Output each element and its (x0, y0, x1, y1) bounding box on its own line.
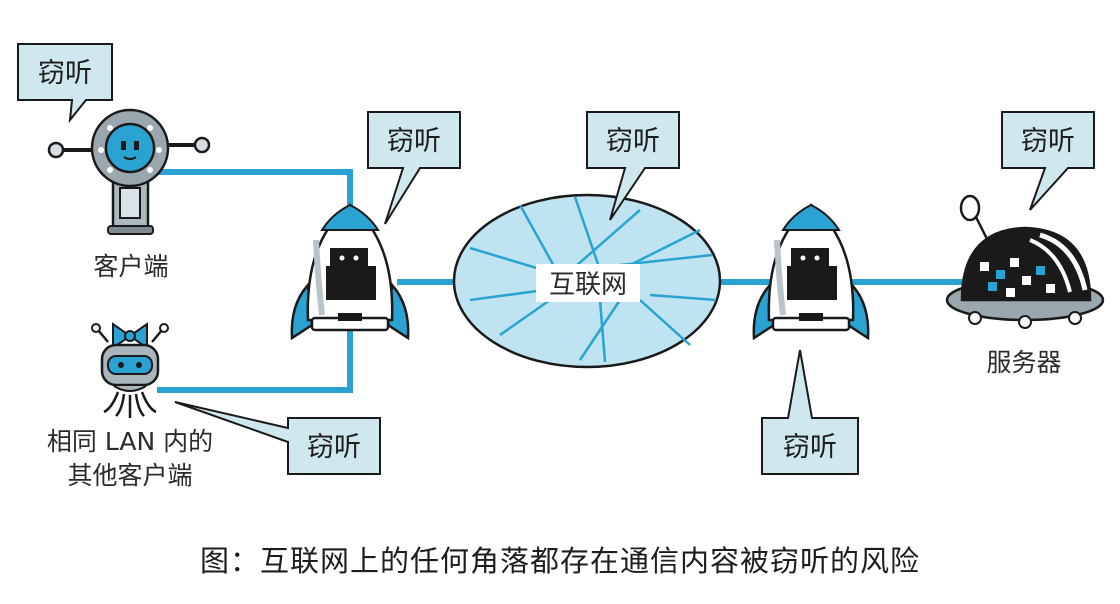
callout-lan-client: 窃听 (174, 401, 381, 475)
callout-internet: 窃听 (586, 111, 680, 221)
server-robot (945, 194, 1105, 329)
figure-caption: 图：互联网上的任何角落都存在通信内容被窃听的风险 (199, 544, 920, 578)
callout-server: 窃听 (1001, 111, 1095, 211)
internet-cloud: 互联网 (452, 193, 722, 369)
callout-lan-client-text: 窃听 (307, 432, 361, 463)
client-label: 客户端 (93, 252, 168, 281)
callout-router-right-text: 窃听 (783, 432, 837, 463)
router-right-window (787, 248, 837, 300)
internet-route-lines (469, 196, 717, 363)
lan-client-label-line1: 相同 LAN 内的 (47, 427, 213, 456)
callout-router-right: 窃听 (761, 349, 859, 475)
router-right (752, 203, 870, 341)
callout-internet-text: 窃听 (606, 126, 660, 157)
lan-client-robot (91, 322, 169, 418)
callout-client: 窃听 (17, 43, 113, 124)
client-robot (47, 108, 211, 235)
lan-client-label-line2: 其他客户端 (67, 461, 192, 490)
router-left (290, 203, 410, 341)
callout-server-text: 窃听 (1021, 126, 1075, 157)
router-left-window (326, 248, 376, 300)
server-label: 服务器 (986, 348, 1061, 377)
internet-label-bg (536, 264, 640, 302)
callout-client-text: 窃听 (38, 58, 92, 89)
callout-router-left-text: 窃听 (387, 126, 441, 157)
internet-label: 互联网 (549, 270, 627, 300)
callout-router-left: 窃听 (367, 111, 461, 225)
server-dish (959, 194, 981, 222)
